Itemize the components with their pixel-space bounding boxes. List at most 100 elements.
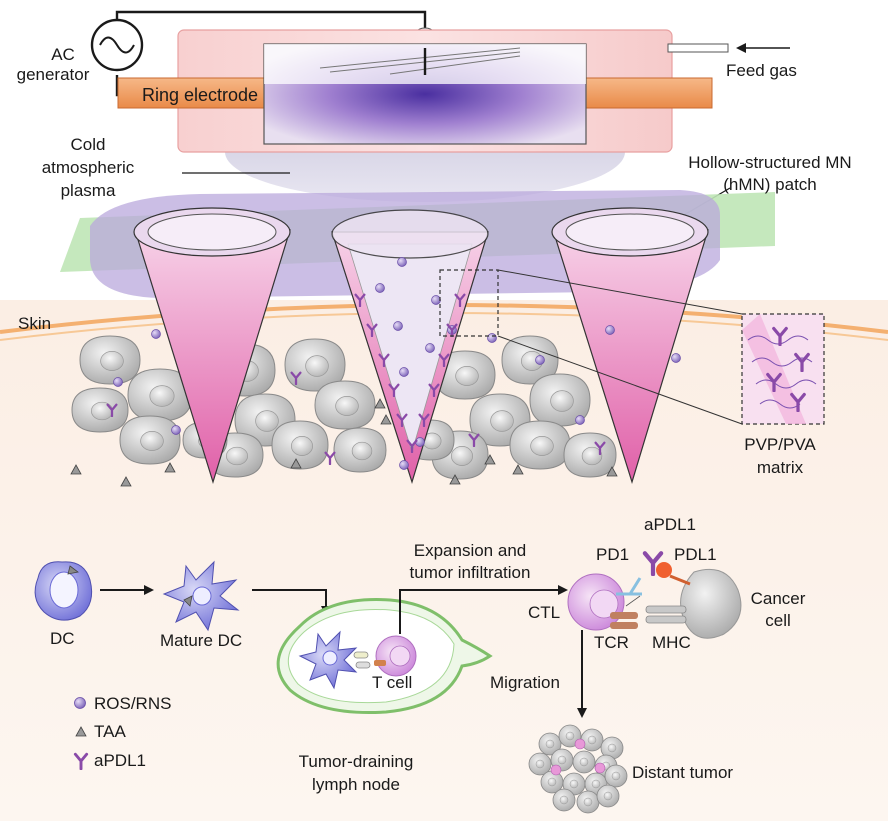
label-expansion-line2: tumor infiltration [410,563,531,582]
ros-particle [375,283,385,293]
tissue-cell [119,415,181,465]
tumor-cell-nucleus [603,791,613,801]
label-distant-tumor: Distant tumor [632,763,733,782]
label-ring-electrode: Ring electrode [142,85,258,105]
legend-apdl1-label: aPDL1 [94,751,146,770]
tumor-cell-nucleus [591,779,601,789]
ros-particle [575,415,585,425]
lymph-node [276,598,493,714]
microneedle-left [133,207,291,485]
label-matrix-line2: matrix [757,458,804,477]
tumor-cell-nucleus [607,743,617,753]
tumor-cell-nucleus [587,735,597,745]
label-expansion-line1: Expansion and [414,541,526,560]
taa-particle [374,398,386,409]
matrix-inset [741,313,825,425]
label-ac-line2: generator [17,65,90,84]
label-cancer-line1: Cancer [751,589,806,608]
pd1-leader [625,595,641,607]
tumor-cell-nucleus [547,777,557,787]
tissue-cell [271,420,329,470]
pdl1-ligand [656,562,691,586]
label-plasma-line1: Cold [71,135,106,154]
tumor-cell-nucleus [579,757,589,767]
tumor-cell-nucleus [569,779,579,789]
label-lymph-line2: lymph node [312,775,400,794]
tumor-cell-nucleus [535,759,545,769]
legend-taa-label: TAA [94,722,126,741]
ctl-cell [567,573,625,631]
tissue-cell [71,387,129,433]
taa-particle [380,414,392,425]
cancer-cell [680,568,742,639]
label-tcr: TCR [594,633,629,652]
label-hmn-line2: (hMN) patch [723,175,817,194]
ros-particle [399,367,409,377]
dendritic-cell [34,561,93,621]
tumor-cell-nucleus [557,755,567,765]
taa-particle [290,458,302,469]
label-mature-dc: Mature DC [160,631,242,650]
label-t-cell: T cell [372,673,412,692]
infiltrating-ctl [550,764,562,776]
tissue-cell [509,420,571,470]
tumor-cell-nucleus [611,771,621,781]
tissue-cell [434,350,496,400]
ros-particle [397,257,407,267]
tumor-cell-nucleus [559,795,569,805]
gas-inlet [667,43,729,53]
mature-dendritic-cell [162,560,240,632]
tissue-cell [314,380,376,430]
label-ac-line1: AC [51,45,75,64]
label-cancer-line2: cell [765,611,791,630]
label-plasma-line3: plasma [61,181,116,200]
ros-particle [151,329,161,339]
label-matrix-line1: PVP/PVA [744,435,816,454]
ros-particle [605,325,615,335]
label-dc: DC [50,629,75,648]
distant-tumor [528,724,628,814]
taa-particle [120,476,132,487]
label-skin: Skin [18,314,51,333]
ros-particle [431,295,441,305]
taa-particle [70,464,82,475]
plasma-device [117,29,790,202]
ros-particle [487,333,497,343]
pd1-receptor [616,577,642,596]
label-pd1: PD1 [596,545,629,564]
ros-particle [393,321,403,331]
taa-particle [512,464,524,475]
legend-ros-icon [74,697,86,709]
tumor-cell-nucleus [545,739,555,749]
label-pdl1: PDL1 [674,545,717,564]
tcr-mhc-complex [610,605,687,629]
arrow-lymph-to-ctl [399,585,568,634]
taa-particles [70,398,618,487]
tissue-cell [563,432,617,478]
tissue-cell [333,427,387,473]
label-lymph-line1: Tumor-draining [299,752,414,771]
ros-particle [113,377,123,387]
ros-particle [535,355,545,365]
label-hmn-line1: Hollow-structured MN [688,153,851,172]
tissue-cell [79,335,141,385]
tumor-cell-nucleus [583,797,593,807]
label-mhc: MHC [652,633,691,652]
tissue-cell [127,368,193,422]
ros-particle [671,353,681,363]
label-migration: Migration [490,673,560,692]
ros-particle [415,437,425,447]
microneedle-right [551,207,709,485]
label-ctl: CTL [528,603,560,622]
tissue-cell [284,338,346,392]
tumor-cell-nucleus [565,731,575,741]
label-apdl1: aPDL1 [644,515,696,534]
infiltrating-ctl [594,762,606,774]
infiltrating-ctl [574,738,586,750]
zoom-source-box [439,269,499,337]
ros-particle [171,425,181,435]
label-feed-gas: Feed gas [726,61,797,80]
ros-particle [399,460,409,470]
legend-ros-label: ROS/RNS [94,694,171,713]
